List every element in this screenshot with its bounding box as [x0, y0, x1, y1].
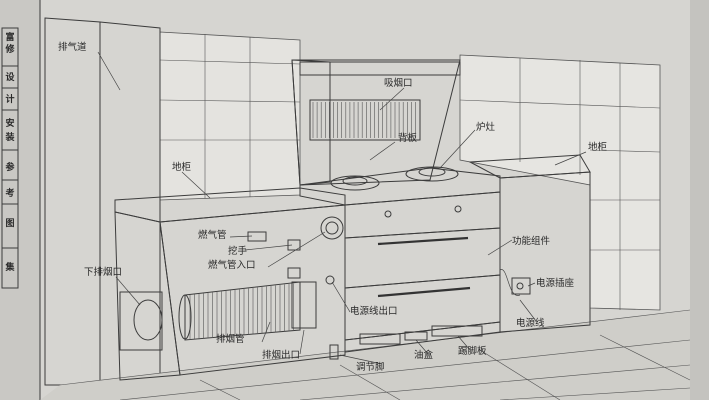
page-edge [690, 0, 709, 400]
label-cabinet-left: 地柜 [172, 161, 192, 173]
callout-labels: 排气道 吸烟口 背板 炉灶 地柜 地柜 燃气管 下排烟口 挖手 燃气管入口 功能… [58, 41, 608, 373]
floor-tiles [40, 309, 691, 400]
gas-pipe-inlet-hole [320, 216, 344, 240]
side-tab-6: 参 [5, 161, 15, 173]
label-burner: 炉灶 [476, 121, 496, 133]
side-tab-4: 安 [5, 117, 14, 129]
cord-box [287, 267, 301, 279]
label-function-module: 功能组件 [512, 235, 551, 247]
gas-inlet-box [287, 239, 301, 251]
label-gas-pipe-inlet: 燃气管入口 [208, 259, 256, 271]
label-smoke-inlet: 吸烟口 [384, 77, 413, 89]
side-tab-text: 富 修 设 计 安 装 参 考 图 集 [4, 31, 15, 273]
back-panel [291, 59, 461, 186]
side-tab-7: 考 [5, 187, 14, 199]
side-tab-9: 集 [4, 261, 15, 273]
side-tab-2: 设 [5, 71, 15, 83]
adjust-foot [329, 344, 339, 360]
lower-smoke-port [133, 299, 163, 341]
label-power-cord: 电源线 [516, 317, 545, 329]
label-back-panel: 背板 [398, 132, 418, 144]
leader-lines [97, 51, 587, 365]
side-tab-5: 装 [4, 131, 15, 143]
smoke-pipe [178, 281, 317, 341]
label-power-cord-outlet: 电源线出口 [350, 305, 398, 317]
hood [291, 59, 461, 186]
side-tab-8: 图 [5, 218, 14, 229]
side-tab-3: 计 [5, 93, 14, 105]
label-smoke-pipe: 排烟管 [216, 333, 245, 345]
side-tab-1: 修 [4, 43, 15, 55]
binding-strip [0, 0, 40, 400]
label-oil-box: 油盒 [414, 349, 434, 361]
wall-tiles [159, 31, 661, 311]
smoke-inlet-grille [309, 99, 421, 141]
label-adjust-foot: 调节脚 [356, 362, 385, 373]
label-kick-plate: 踢脚板 [458, 345, 487, 357]
label-power-socket: 电源插座 [536, 277, 575, 289]
side-tab-boxes [1, 27, 19, 289]
side-tab-0: 富 [5, 31, 14, 43]
label-exhaust-duct: 排气道 [58, 41, 87, 53]
burner-right [405, 166, 459, 182]
burner-left [330, 175, 380, 191]
label-smoke-outlet: 排烟出口 [262, 349, 300, 361]
label-handle: 挖手 [228, 245, 248, 257]
label-gas-pipe: 燃气管 [198, 229, 227, 241]
power-socket [511, 277, 531, 295]
label-lower-smoke-port: 下排烟口 [84, 266, 122, 278]
label-cabinet-right: 地柜 [588, 141, 608, 153]
